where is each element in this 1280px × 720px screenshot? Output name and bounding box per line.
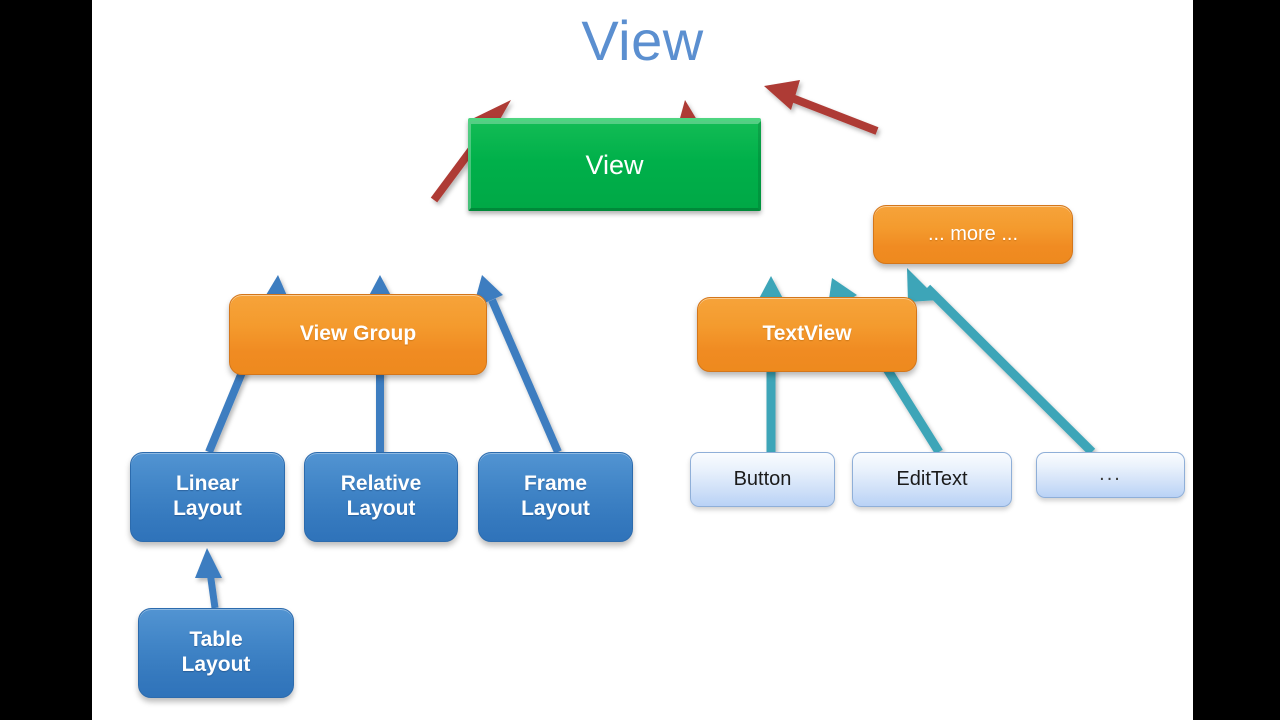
page-title: View [581, 9, 704, 72]
node-frame-layout[interactable]: Frame Layout [478, 452, 633, 542]
node-view-group[interactable]: View Group [229, 294, 487, 375]
node-linear-layout[interactable]: Linear Layout [130, 452, 285, 542]
node-view[interactable]: View [468, 118, 761, 211]
arrow-tablelayout-to-linearlayout [195, 548, 222, 609]
arrow-dots-to-textview [907, 268, 1096, 456]
node-relative-layout[interactable]: Relative Layout [304, 452, 458, 542]
node-table-layout[interactable]: Table Layout [138, 608, 294, 698]
arrow-more-to-view [764, 80, 879, 135]
node-text-view[interactable]: TextView [697, 297, 917, 372]
node-edittext[interactable]: EditText [852, 452, 1012, 507]
diagram-canvas: View [92, 0, 1193, 720]
letterbox-left [0, 0, 92, 720]
letterbox-right [1193, 0, 1280, 720]
node-more[interactable]: ... more ... [873, 205, 1073, 264]
node-button[interactable]: Button [690, 452, 835, 507]
node-dots[interactable]: ... [1036, 452, 1185, 498]
